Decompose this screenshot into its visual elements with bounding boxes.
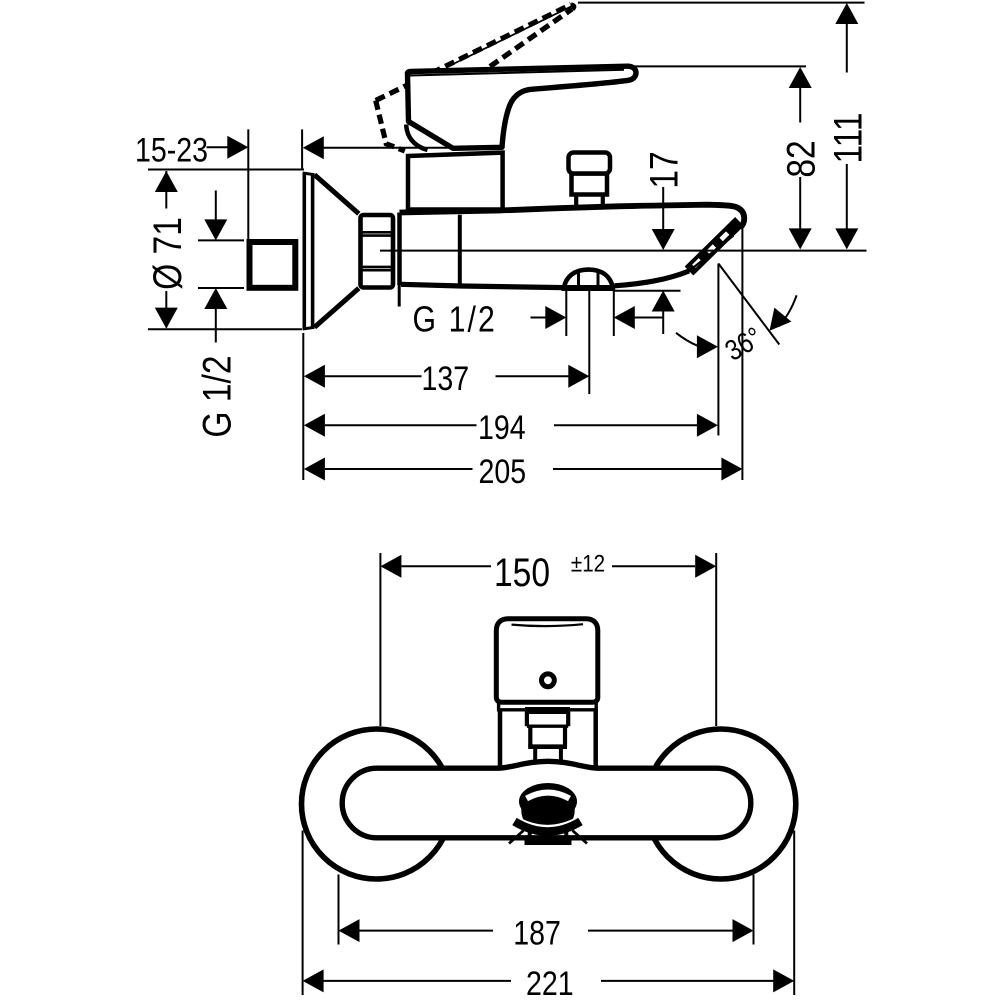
svg-text:137: 137 [421,360,469,398]
svg-text:15-23: 15-23 [135,131,208,169]
svg-text:±12: ±12 [571,550,605,577]
svg-text:Ø 71: Ø 71 [145,217,189,290]
svg-text:G 1/2: G 1/2 [195,355,239,437]
svg-text:194: 194 [478,409,526,447]
svg-text:187: 187 [513,914,561,952]
svg-text:G 1/2: G 1/2 [412,300,496,340]
svg-text:17: 17 [642,151,686,188]
svg-text:150: 150 [494,550,550,594]
svg-text:82: 82 [779,140,823,177]
svg-text:205: 205 [478,453,526,491]
svg-text:111: 111 [826,112,870,163]
svg-text:36°: 36° [719,321,767,368]
svg-text:221: 221 [526,965,574,1000]
